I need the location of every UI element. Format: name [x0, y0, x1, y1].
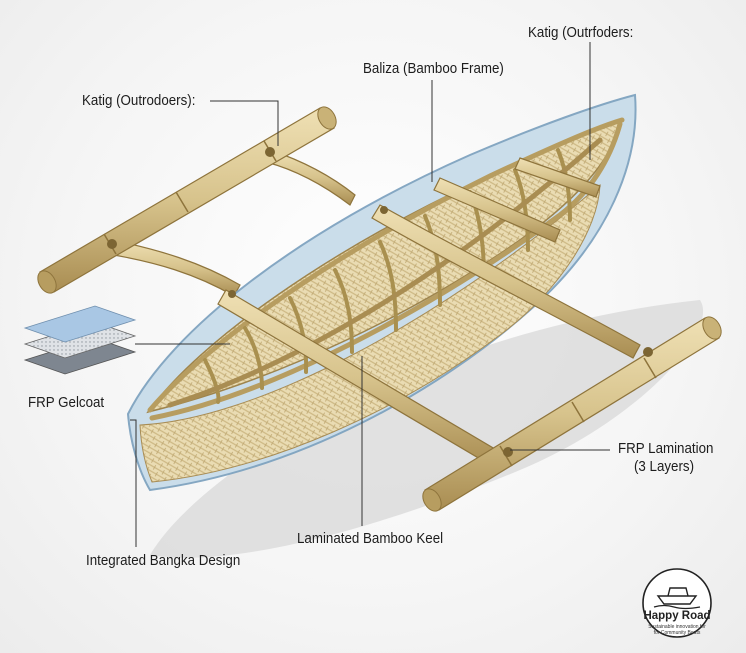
label-frp-gelcoat: FRP Gelcoat [28, 395, 105, 411]
label-katig-left: Katig (Outrodoers): [82, 93, 196, 109]
leader-katig-left [210, 100, 279, 146]
right-outrigger-float [422, 316, 722, 512]
logo-name: Happy Road [643, 610, 711, 622]
logo-tagline-1: Sustainable innovation for [648, 624, 706, 630]
label-frp-lamination: FRP Lamination (3 Layers) [618, 440, 714, 476]
frp-layers-icon [23, 305, 137, 375]
label-frp-lamination-line2: (3 Layers) [633, 459, 695, 476]
leader-integrated [130, 419, 137, 547]
logo-tagline-2: for Community Boats [653, 630, 701, 636]
label-baliza: Baliza (Bamboo Frame) [363, 61, 504, 77]
rope-lashings [107, 147, 653, 457]
leader-lines [130, 42, 610, 547]
bamboo-keel [167, 137, 603, 408]
label-integrated-design: Integrated Bangka Design [86, 553, 241, 569]
logo-emblem [642, 568, 712, 638]
happy-road-logo: Happy Road Sustainable innovation for fo… [634, 566, 720, 640]
cross-beams [433, 157, 601, 243]
label-laminated-keel: Laminated Bamboo Keel [297, 531, 444, 547]
label-frp-lamination-line1: FRP Lamination [618, 441, 714, 457]
boat-shadow [150, 300, 704, 558]
label-katig-right: Katig (Outrfoders: [528, 25, 634, 41]
